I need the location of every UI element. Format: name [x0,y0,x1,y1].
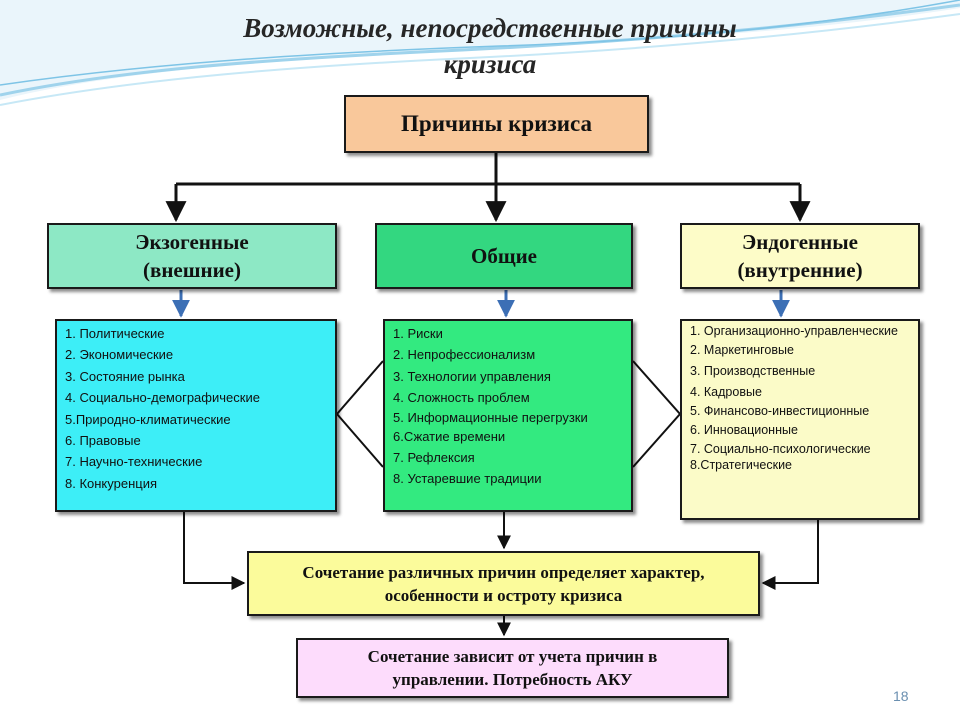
note-line2: управлении. Потребность АКУ [392,670,633,689]
exogenous-causes-list: 1. Политические 2. Экономические 3. Сост… [55,319,337,512]
exogenous-title: Экзогенные [135,230,249,254]
slide-title-line1: Возможные, непосредственные причины [243,13,737,43]
general-title: Общие [471,244,537,268]
list-item: 3. Состояние рынка [65,368,185,384]
exogenous-subtitle: (внешние) [142,258,241,282]
link-exo-general [335,360,384,468]
slide-title-line2: кризиса [443,49,537,79]
endogenous-header-box: Эндогенные (внутренние) [680,223,920,289]
list-item: 8. Конкуренция [65,475,158,491]
endogenous-subtitle: (внутренние) [737,258,863,282]
list-item: 7. Рефлексия [393,450,475,466]
summary-line2: особенности и остроту кризиса [384,585,623,605]
list-item: 5. Информационные перегрузки [393,409,588,425]
general-header-box: Общие [375,223,633,289]
list-item: 6.Сжатие времени [393,428,506,444]
list-item: 4. Социально-демографические [65,390,260,406]
list-item: 6. Инновационные [690,423,798,437]
list-item: 1. Риски [393,326,443,341]
list-item: 3. Технологии управления [393,368,551,384]
list-item: 8.Стратегические [690,458,793,472]
list-item: 5.Природно-климатические [65,411,231,427]
list-item: 3. Производственные [690,364,816,378]
exogenous-header-box: Экзогенные (внешние) [47,223,337,289]
note-box: Сочетание зависит от учета причин в упра… [296,638,729,698]
root-causes-label: Причины кризиса [401,111,592,136]
summary-line1: Сочетание различных причин определяет ха… [302,562,705,582]
arrow-exo-to-summary [183,512,246,590]
list-item: 2. Маркетинговые [690,343,794,357]
list-item: 2. Экономические [65,347,174,363]
list-item: 1. Организационно-управленческие [690,324,898,338]
page-number: 18 [893,688,909,704]
list-item: 6. Правовые [65,433,141,449]
list-item: 1. Политические [65,326,165,341]
header-wave-decoration [0,0,960,106]
list-item: 7. Научно-технические [65,454,203,470]
list-item: 7. Социально-психологические [690,442,871,456]
endogenous-title: Эндогенные [742,230,858,254]
general-causes-list: 1. Риски 2. Непрофессионализм 3. Техноло… [383,319,633,512]
endogenous-causes-list: 1. Организационно-управленческие 2. Марк… [680,319,920,520]
slide-title: Возможные, непосредственные причины криз… [140,10,840,82]
list-item: 4. Сложность проблем [393,390,530,406]
list-item: 5. Финансово-инвестиционные [690,404,870,418]
list-item: 2. Непрофессионализм [393,347,536,363]
root-causes-box: Причины кризиса [344,95,649,153]
link-general-endo [632,360,682,468]
list-item: 4. Кадровые [690,385,762,399]
summary-box: Сочетание различных причин определяет ха… [247,551,760,616]
arrow-endo-to-summary [761,520,819,590]
note-line1: Сочетание зависит от учета причин в [367,647,658,666]
list-item: 8. Устаревшие традиции [393,471,542,487]
